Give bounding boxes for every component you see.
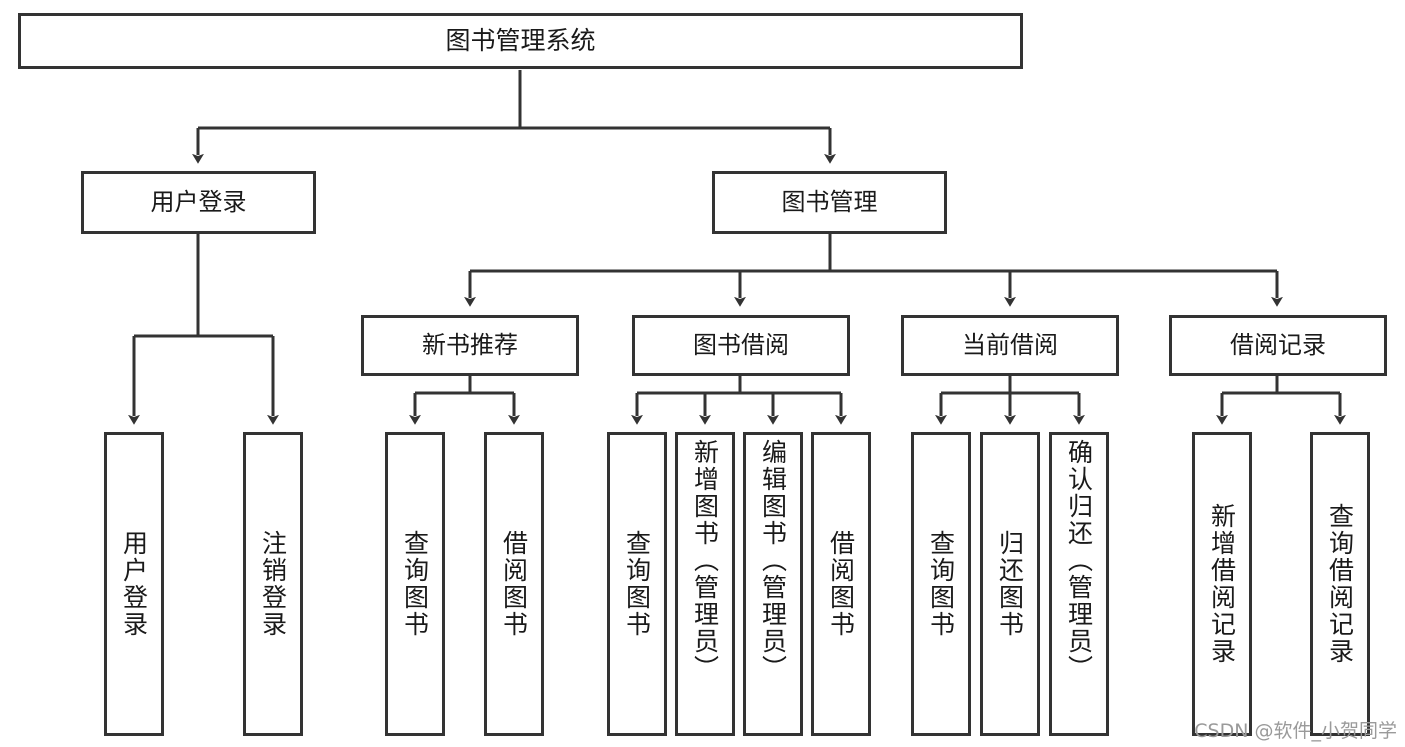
- node-borrow-records[interactable]: 借阅记录: [1169, 315, 1387, 376]
- node-label: 新增借阅记录: [1207, 503, 1237, 665]
- node-label: 查询图书: [622, 530, 652, 638]
- node-label: 图书借阅: [693, 331, 789, 360]
- node-leaf-borrow-books[interactable]: 借阅图书: [811, 432, 871, 736]
- node-label: 注销登录: [258, 530, 288, 638]
- node-label: 借阅图书: [499, 530, 529, 638]
- node-leaf-add-book-admin[interactable]: 新增图书（管理员）: [675, 432, 735, 736]
- node-label: 用户登录: [150, 188, 247, 217]
- node-book-borrowing[interactable]: 图书借阅: [632, 315, 850, 376]
- node-root-book-management-system[interactable]: 图书管理系统: [18, 13, 1023, 69]
- node-leaf-query-books-current[interactable]: 查询图书: [911, 432, 971, 736]
- node-leaf-return-books[interactable]: 归还图书: [980, 432, 1040, 736]
- node-current-borrowing[interactable]: 当前借阅: [901, 315, 1119, 376]
- node-label: 借阅图书: [826, 530, 856, 638]
- node-label: 借阅记录: [1230, 331, 1326, 360]
- node-leaf-confirm-return-admin[interactable]: 确认归还（管理员）: [1049, 432, 1109, 736]
- node-label: 用户登录: [119, 530, 149, 638]
- node-new-book-recommendation[interactable]: 新书推荐: [361, 315, 579, 376]
- node-label: 查询图书: [926, 530, 956, 638]
- node-book-management[interactable]: 图书管理: [712, 171, 947, 234]
- node-leaf-borrow-books-rec[interactable]: 借阅图书: [484, 432, 544, 736]
- node-label: 归还图书: [995, 530, 1025, 638]
- node-label: 新增图书（管理员）: [690, 439, 720, 682]
- node-leaf-query-borrow-record[interactable]: 查询借阅记录: [1310, 432, 1370, 736]
- node-leaf-logout[interactable]: 注销登录: [243, 432, 303, 736]
- node-user-login[interactable]: 用户登录: [81, 171, 316, 234]
- node-leaf-edit-book-admin[interactable]: 编辑图书（管理员）: [743, 432, 803, 736]
- node-label: 图书管理系统: [445, 26, 596, 56]
- node-label: 查询借阅记录: [1325, 503, 1355, 665]
- node-leaf-query-books-rec[interactable]: 查询图书: [385, 432, 445, 736]
- node-label: 查询图书: [400, 530, 430, 638]
- node-label: 确认归还（管理员）: [1064, 439, 1094, 682]
- node-label: 当前借阅: [962, 331, 1058, 360]
- node-label: 新书推荐: [422, 331, 518, 360]
- node-leaf-query-books-borrow[interactable]: 查询图书: [607, 432, 667, 736]
- node-leaf-user-login[interactable]: 用户登录: [104, 432, 164, 736]
- node-label: 图书管理: [781, 188, 878, 217]
- node-leaf-add-borrow-record[interactable]: 新增借阅记录: [1192, 432, 1252, 736]
- node-label: 编辑图书（管理员）: [758, 439, 788, 682]
